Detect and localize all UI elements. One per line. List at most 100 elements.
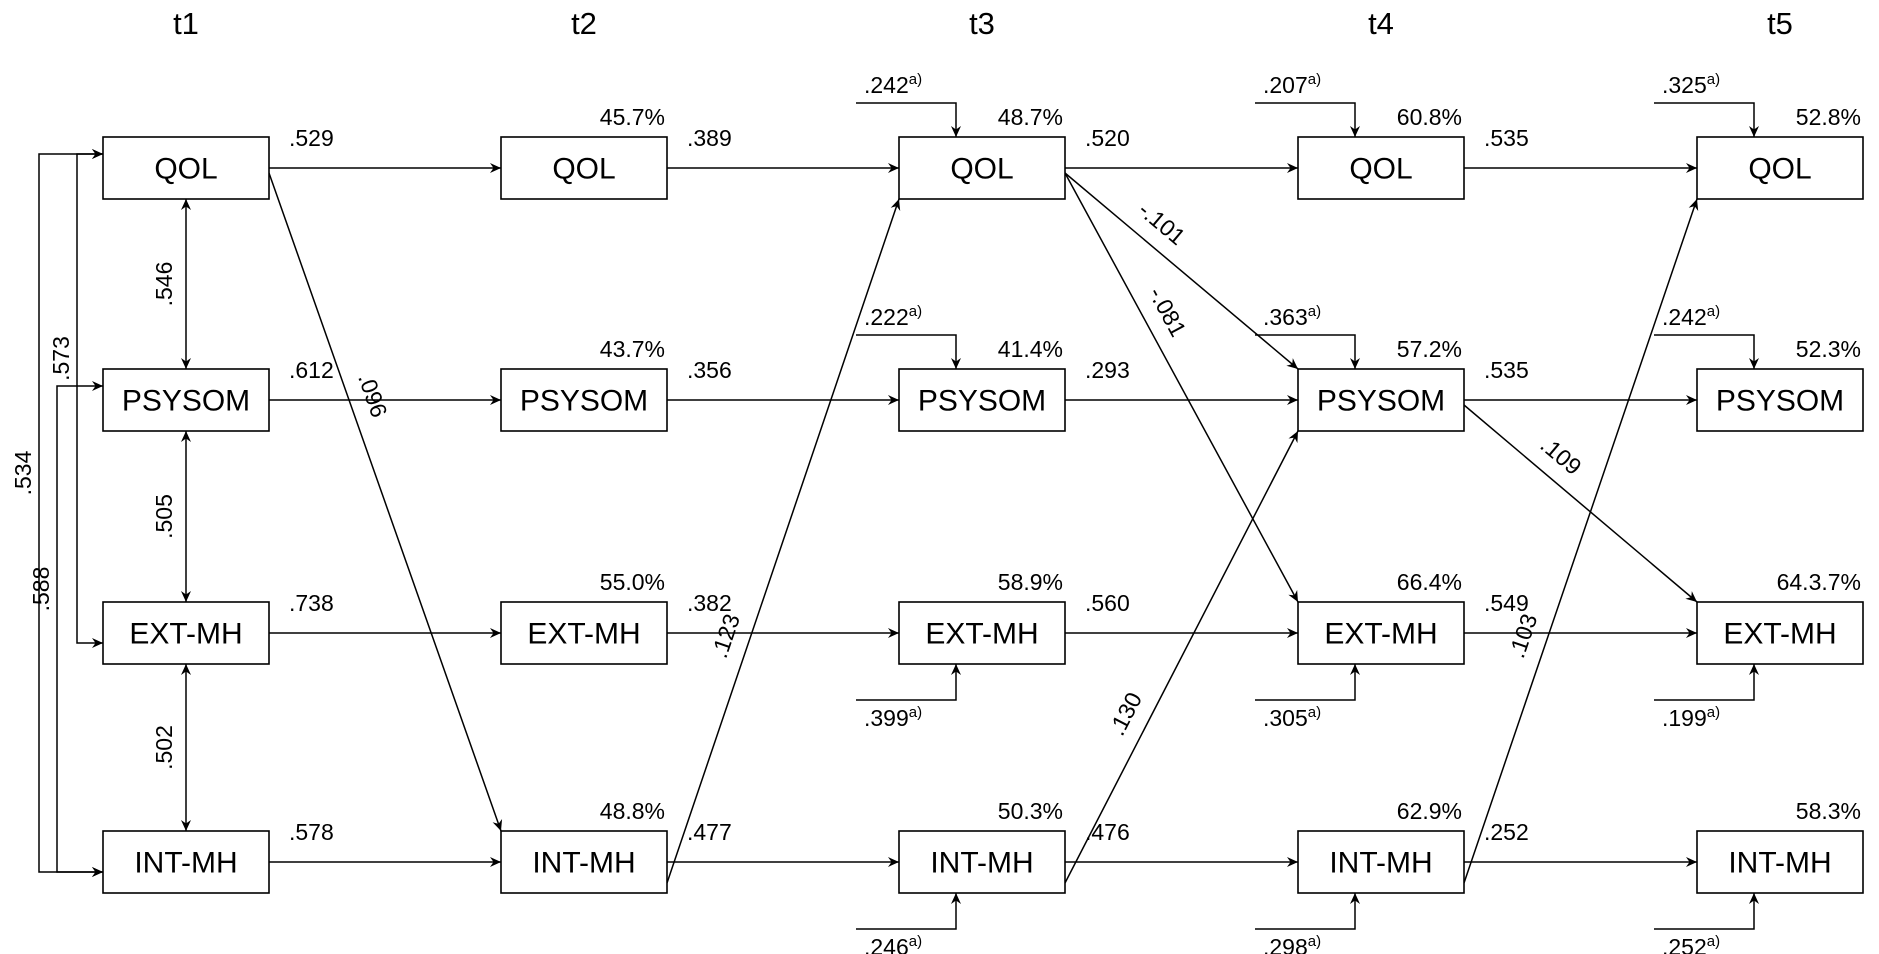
- node-label: INT-MH: [134, 847, 237, 880]
- correlation-psysom-int-mh: [56, 381, 103, 877]
- residual-psysom-t3-footnote: a): [909, 303, 922, 320]
- residual-psysom-t4-arrow: [1255, 334, 1360, 369]
- path-int-mh-t1-to-int-mh-t2-coefficient: .578: [289, 819, 334, 845]
- residual-ext-mh-t4-arrow: [1255, 664, 1360, 701]
- path-psysom-t4-to-psysom-t5-coefficient: .535: [1484, 357, 1529, 383]
- path-ext-mh-t4-to-ext-mh-t5-coefficient: .549: [1484, 590, 1529, 616]
- node-psysom-t2: PSYSOM: [500, 368, 668, 432]
- variable-boxes: QOL PSYSOM EXT-MH INT-MH QOL PSYSOM EXT-MH INT-…: [102, 136, 1864, 894]
- time-label-t5: t5: [1767, 6, 1793, 41]
- node-label: INT-MH: [532, 847, 635, 880]
- residual-ext-mh-t5-value: .199: [1662, 705, 1707, 731]
- node-qol-t1: QOL: [102, 136, 270, 200]
- r-squared-qol-t4: 60.8%: [1397, 104, 1462, 130]
- residual-psysom-t4-footnote: a): [1308, 303, 1321, 320]
- residual-ext-mh-t3-coefficient: .399a): [864, 704, 922, 731]
- node-label: EXT-MH: [1324, 618, 1437, 651]
- node-label: QOL: [950, 153, 1013, 186]
- residual-int-mh-t5-arrow: [1654, 893, 1759, 930]
- path-qol-t3-to-ext-mh-t4: [1064, 172, 1299, 603]
- path-ext-mh-t2-to-ext-mh-t3-coefficient: .382: [687, 590, 732, 616]
- node-label: EXT-MH: [527, 618, 640, 651]
- residual-qol-t3-coefficient: .242a): [864, 71, 922, 98]
- path-int-mh-t3-to-psysom-t4-coefficient: .130: [1103, 688, 1147, 740]
- residual-ext-mh-t4-value: .305: [1263, 705, 1308, 731]
- correlation-qol-ext-mh-coefficient: .573: [48, 336, 74, 381]
- node-qol-t4: QOL: [1297, 136, 1465, 200]
- r-squared-ext-mh-t2: 55.0%: [600, 569, 665, 595]
- residual-qol-t3-value: .242: [864, 72, 909, 98]
- residual-int-mh-t4-value: .298: [1263, 934, 1308, 954]
- r-squared-qol-t5: 52.8%: [1796, 104, 1861, 130]
- node-qol-t2: QOL: [500, 136, 668, 200]
- path-qol-t1-to-int-mh-t2: [268, 172, 503, 832]
- node-psysom-t5: PSYSOM: [1696, 368, 1864, 432]
- correlation-ext-mh-int-mh-coefficient: .502: [151, 725, 177, 770]
- path-int-mh-t2-to-qol-t3-coefficient: .123: [706, 611, 745, 662]
- path-int-mh-t4-to-qol-t5: [1463, 198, 1699, 884]
- residual-ext-mh-t3-footnote: a): [909, 704, 922, 721]
- residual-ext-mh-t5-arrow: [1654, 664, 1759, 701]
- residual-psysom-t3-value: .222: [864, 304, 909, 330]
- r-squared-int-mh-t3: 50.3%: [998, 798, 1063, 824]
- residual-int-mh-t5-value: .252: [1662, 934, 1707, 954]
- path-arrows: [38, 102, 1759, 930]
- node-ext-mh-t2: EXT-MH: [500, 601, 668, 665]
- residual-int-mh-t3-coefficient: .246a): [864, 933, 922, 954]
- residual-qol-t4-coefficient: .207a): [1263, 71, 1321, 98]
- time-label-t3: t3: [969, 6, 995, 41]
- node-int-mh-t5: INT-MH: [1696, 830, 1864, 894]
- time-label-t1: t1: [173, 6, 199, 41]
- node-label: PSYSOM: [918, 385, 1046, 418]
- node-label: PSYSOM: [1317, 385, 1445, 418]
- residual-qol-t5-arrow: [1654, 102, 1759, 137]
- path-psysom-t2-to-psysom-t3-coefficient: .356: [687, 357, 732, 383]
- path-ext-mh-t1-to-ext-mh-t2-coefficient: .738: [289, 590, 334, 616]
- node-int-mh-t1: INT-MH: [102, 830, 270, 894]
- path-qol-t3-to-psysom-t4: [1064, 172, 1299, 370]
- residual-ext-mh-t3-value: .399: [864, 705, 909, 731]
- node-ext-mh-t3: EXT-MH: [898, 601, 1066, 665]
- correlation-psysom-int-mh-coefficient: .588: [28, 567, 54, 612]
- residual-ext-mh-t4-footnote: a): [1308, 704, 1321, 721]
- residual-psysom-t4-value: .363: [1263, 304, 1308, 330]
- residual-psysom-t5-coefficient: .242a): [1662, 303, 1720, 330]
- node-label: INT-MH: [1728, 847, 1831, 880]
- path-psysom-t3-to-psysom-t4-coefficient: .293: [1085, 357, 1130, 383]
- node-label: EXT-MH: [1723, 618, 1836, 651]
- node-int-mh-t3: INT-MH: [898, 830, 1066, 894]
- r-squared-psysom-t4: 57.2%: [1397, 336, 1462, 362]
- correlation-qol-psysom-coefficient: .546: [151, 262, 177, 307]
- residual-psysom-t5-footnote: a): [1707, 303, 1720, 320]
- node-psysom-t3: PSYSOM: [898, 368, 1066, 432]
- residual-qol-t4-footnote: a): [1308, 71, 1321, 88]
- path-psysom-t4-to-ext-mh-t5: [1463, 404, 1698, 603]
- node-int-mh-t2: INT-MH: [500, 830, 668, 894]
- residual-int-mh-t3-footnote: a): [909, 933, 922, 950]
- path-qol-t3-to-qol-t4-coefficient: .520: [1085, 125, 1130, 151]
- residual-int-mh-t5-coefficient: .252a): [1662, 933, 1720, 954]
- r-squared-int-mh-t5: 58.3%: [1796, 798, 1861, 824]
- residual-psysom-t3-coefficient: .222a): [864, 303, 922, 330]
- node-qol-t3: QOL: [898, 136, 1066, 200]
- node-ext-mh-t4: EXT-MH: [1297, 601, 1465, 665]
- node-label: INT-MH: [930, 847, 1033, 880]
- node-qol-t5: QOL: [1696, 136, 1864, 200]
- r-squared-psysom-t2: 43.7%: [600, 336, 665, 362]
- path-ext-mh-t3-to-ext-mh-t4-coefficient: .560: [1085, 590, 1130, 616]
- path-qol-t1-to-qol-t2-coefficient: .529: [289, 125, 334, 151]
- r-squared-int-mh-t2: 48.8%: [600, 798, 665, 824]
- node-label: PSYSOM: [520, 385, 648, 418]
- residual-qol-t3-arrow: [856, 102, 961, 137]
- path-qol-t4-to-qol-t5-coefficient: .535: [1484, 125, 1529, 151]
- node-int-mh-t4: INT-MH: [1297, 830, 1465, 894]
- residual-psysom-t4-coefficient: .363a): [1263, 303, 1321, 330]
- node-label: PSYSOM: [1716, 385, 1844, 418]
- path-psysom-t1-to-psysom-t2-coefficient: .612: [289, 357, 334, 383]
- node-label: EXT-MH: [925, 618, 1038, 651]
- r-squared-ext-mh-t4: 66.4%: [1397, 569, 1462, 595]
- r-squared-ext-mh-t3: 58.9%: [998, 569, 1063, 595]
- residual-int-mh-t4-coefficient: .298a): [1263, 933, 1321, 954]
- residual-ext-mh-t5-coefficient: .199a): [1662, 704, 1720, 731]
